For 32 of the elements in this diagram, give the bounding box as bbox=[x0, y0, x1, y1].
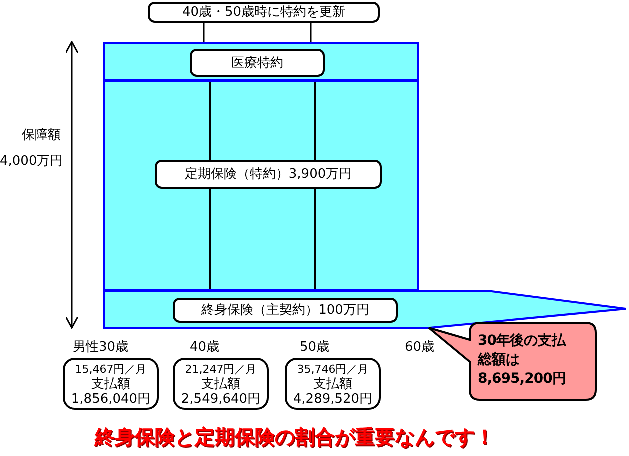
total-amount: 2,549,640円 bbox=[181, 392, 261, 406]
amount-heading: 支払額 bbox=[202, 376, 240, 392]
connector-line bbox=[203, 23, 205, 42]
amount-heading: 支払額 bbox=[92, 376, 130, 392]
coverage-band bbox=[103, 42, 419, 81]
amount-heading: 支払額 bbox=[314, 376, 352, 392]
age-label: 男性30歳 bbox=[73, 339, 129, 356]
policy-box bbox=[173, 298, 398, 323]
coverage-amount: 4,000万円 bbox=[0, 153, 64, 170]
callout-text: 30年後の支払総額は8,695,200円 bbox=[478, 332, 566, 389]
age-label: 60歳 bbox=[405, 339, 435, 356]
connector-line bbox=[310, 23, 312, 42]
monthly-premium: 15,467円／月 bbox=[75, 362, 147, 376]
payment-box bbox=[63, 358, 159, 410]
total-amount: 1,856,040円 bbox=[71, 392, 151, 406]
label-box bbox=[148, 2, 380, 23]
monthly-premium: 21,247円／月 bbox=[185, 362, 257, 376]
age-label: 50歳 bbox=[300, 339, 330, 356]
caption: 終身保険と定期保険の割合が重要なんです！ bbox=[95, 424, 495, 451]
box-text: 定期保険（特約）3,900万円 bbox=[184, 167, 352, 182]
axis-label: 保障額 bbox=[22, 127, 61, 144]
payment-box bbox=[173, 358, 269, 410]
monthly-premium: 35,746円／月 bbox=[297, 362, 369, 376]
box-text: 40歳・50歳時に特約を更新 bbox=[182, 5, 346, 20]
total-amount: 4,289,520円 bbox=[293, 392, 373, 406]
age-label: 40歳 bbox=[190, 339, 220, 356]
arrow-band bbox=[103, 290, 627, 329]
box-text: 医療特約 bbox=[232, 56, 284, 70]
box-text: 終身保険（主契約）100万円 bbox=[202, 303, 370, 318]
rider-box bbox=[190, 49, 325, 77]
rider-box bbox=[155, 160, 382, 189]
payment-box bbox=[285, 358, 381, 410]
